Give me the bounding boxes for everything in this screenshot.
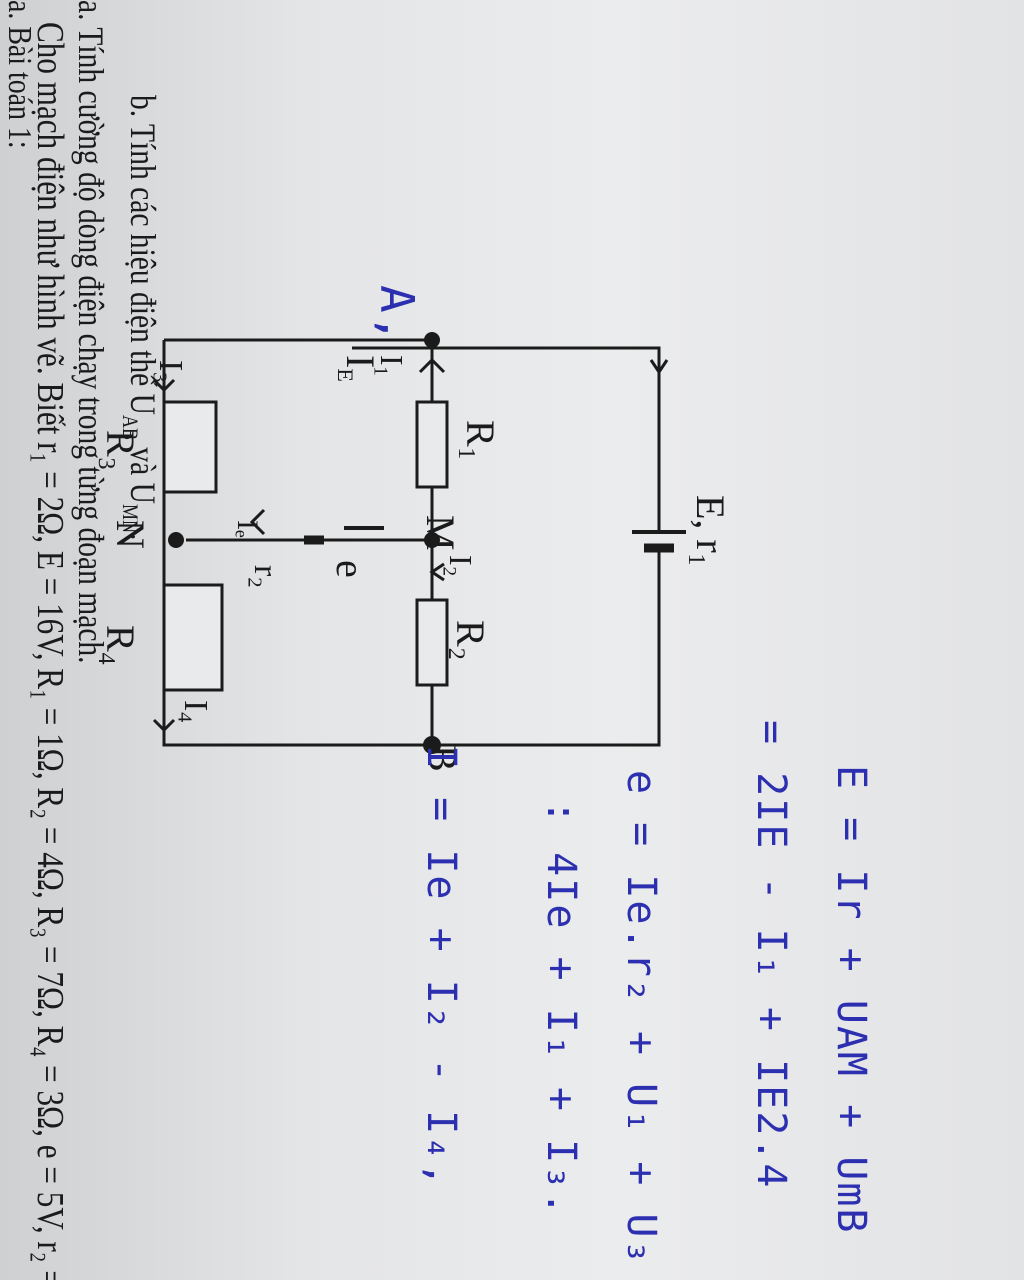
- handwriting-line-5: I = Ie + I₂ - I₄,: [418, 745, 464, 1189]
- i1-arrow: [418, 357, 446, 374]
- i2-arrow: [429, 562, 445, 582]
- current-i4-label: I₄: [177, 700, 214, 724]
- r2-label: R₂: [448, 620, 493, 661]
- ie-branch-arrow: [249, 508, 266, 536]
- current-i2-label: I₂: [443, 555, 479, 577]
- current-i1-label: I₁: [374, 355, 410, 377]
- node-m-dot: [424, 532, 440, 548]
- node-a-dot: [424, 332, 440, 348]
- handwriting-line-2: = 2IE - I₁ + IE2.4: [748, 720, 794, 1190]
- node-n-label: N: [108, 520, 153, 549]
- source-e2-label: e: [328, 560, 373, 578]
- i4-arrow: [152, 718, 176, 733]
- r3-resistor: [162, 400, 218, 494]
- r1-label: R₁: [458, 420, 503, 461]
- i3-arrow: [152, 378, 176, 393]
- node-n-dot: [168, 532, 184, 548]
- r3-label: R₃: [98, 430, 143, 471]
- node-m-label: M: [418, 515, 463, 551]
- current-ie-branch-label: Iₑ: [231, 520, 264, 538]
- r4-resistor: [162, 583, 224, 692]
- top-wire-left: [352, 346, 661, 532]
- current-i3-label: I₃: [152, 360, 189, 384]
- handwriting-line-1: E = Ir + UAM + UmB: [828, 765, 874, 1235]
- node-b-dot: [423, 736, 441, 754]
- source-e-label: E, r₁: [688, 495, 733, 567]
- handwriting-line-4: : 4Ie + I₁ + I₃.: [538, 800, 584, 1218]
- handwriting-line-3: e = Ie.r₂ + U₁ + U₃: [618, 770, 664, 1266]
- r2-internal-label: r₂: [247, 565, 284, 589]
- ie-arrow: [649, 359, 669, 375]
- r1-resistor: [415, 400, 449, 489]
- r2-resistor: [415, 598, 449, 687]
- handwritten-node-a: A,: [370, 285, 424, 345]
- r4-label: R₄: [98, 625, 143, 666]
- top-wire-right: [432, 548, 661, 747]
